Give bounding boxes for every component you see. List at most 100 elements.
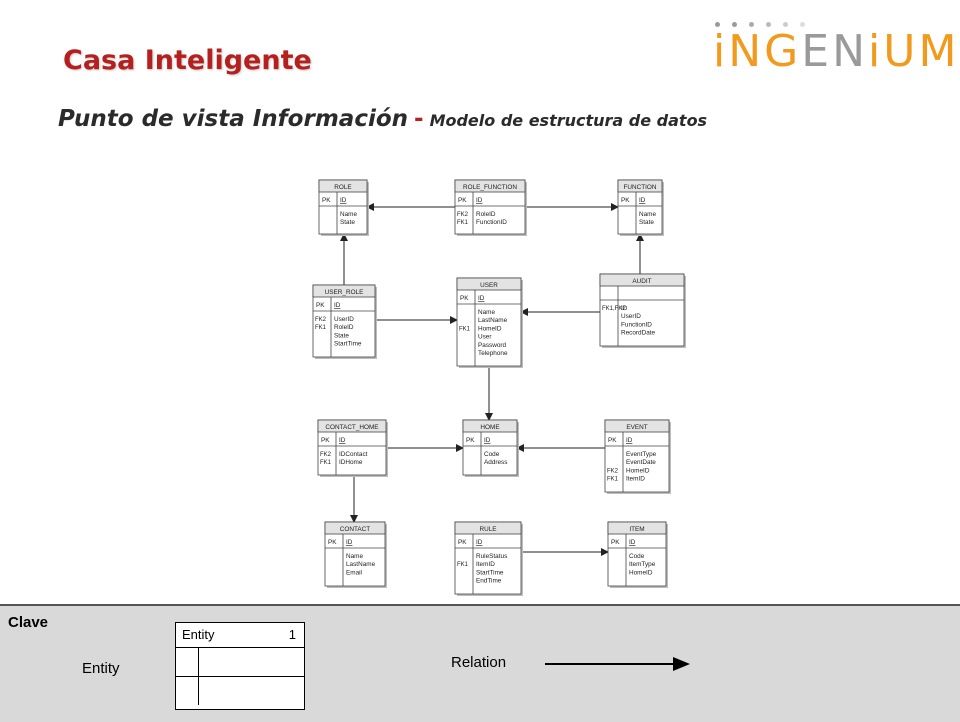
logo-letter: M [918, 26, 960, 77]
entity-attribute: IDHome [339, 459, 363, 466]
entity-attribute: ItemID [476, 561, 495, 568]
entity-pk-label: PK [321, 437, 330, 444]
entity-attribute: Name [478, 309, 495, 316]
entity-header [462, 419, 518, 433]
entity-pk-field: ID [334, 302, 341, 309]
entity-pk-field: ID [340, 197, 347, 204]
entity-pk-field: ID [484, 437, 491, 444]
entity-attribute: UserID [621, 313, 641, 320]
entity-attribute: FunctionID [476, 219, 507, 226]
legend-entity-box-number: 1 [288, 627, 296, 642]
entity-header [318, 179, 368, 193]
entity-attribute: Telephone [478, 350, 508, 357]
entity-fk-label: FK2 [457, 212, 469, 218]
entity-pk-label: PK [608, 437, 617, 444]
entity-attribute: ItemType [629, 561, 656, 568]
entity-pk-field: ID [346, 539, 353, 546]
entity-name: ROLE_FUNCTION [463, 184, 517, 191]
legend-entity-label: Entity [82, 660, 120, 677]
entity-fk-label: FK1 [607, 477, 619, 483]
relations-layer [340, 203, 644, 556]
entity-header [599, 273, 685, 287]
entity-attribute: State [334, 332, 349, 339]
entity-pk-field: ID [626, 437, 633, 444]
logo-dots [715, 14, 817, 27]
entity-fk-label: FK1,FK2 [602, 306, 626, 312]
entity-header [607, 521, 667, 535]
entity-attribute: FunctionID [621, 321, 652, 328]
entity-attribute: LastName [478, 317, 508, 324]
entity-fk-label: FK2 [607, 468, 619, 474]
entity-attribute: EndTime [476, 578, 502, 585]
entity-body [456, 277, 522, 367]
legend-entity-box-name: Entity [182, 627, 215, 642]
entity-attribute: Password [478, 342, 507, 349]
entity-pk-label: PK [466, 437, 475, 444]
entity-pk-field: ID [639, 197, 646, 204]
entity-header [454, 179, 526, 193]
entity-name: RULE [479, 526, 496, 533]
entity-attribute: RoleID [476, 211, 496, 218]
entity-attribute: RecordDate [621, 330, 656, 337]
entity-name: USER_ROLE [325, 289, 364, 296]
entity-attribute: Email [346, 569, 362, 576]
subtitle-separator: - [414, 106, 424, 132]
entity-attribute: RoleID [334, 324, 354, 331]
entity-pk-field: ID [629, 539, 636, 546]
logo-letter: U [883, 26, 919, 77]
entity-name: HOME [480, 424, 499, 431]
entity-name: EVENT [626, 424, 647, 431]
entity-fk-label: FK2 [315, 317, 327, 323]
slide-subtitle: Punto de vista Información-Modelo de est… [58, 106, 707, 132]
entity-fk-label: FK1 [459, 326, 471, 332]
entity-attribute: EventDate [626, 459, 656, 466]
entity-name: CONTACT_HOME [325, 424, 378, 431]
entity-attribute: HomeID [626, 467, 650, 474]
entity-attribute: ID [621, 305, 628, 312]
entity-pk-label: PK [611, 539, 620, 546]
entity-name: CONTACT [340, 526, 371, 533]
entity-attribute: User [478, 334, 492, 341]
entity-pk-label: PK [316, 302, 325, 309]
slide-title: Casa Inteligente [63, 45, 312, 76]
entity-header [456, 277, 522, 291]
logo-wordmark: iNGENiUM [713, 26, 959, 77]
entity-pk-field: ID [476, 539, 483, 546]
entity-name: FUNCTION [623, 184, 656, 191]
logo-letter: i [868, 26, 884, 77]
legend-entity-box: Entity 1 [175, 622, 305, 710]
legend-title: Clave [8, 614, 49, 631]
entity-attribute: RuleStatus [476, 553, 507, 560]
entity-attribute: LastName [346, 561, 376, 568]
entity-attribute: IDContact [339, 451, 368, 458]
entity-header [617, 179, 663, 193]
entity-fk-label: FK2 [320, 452, 332, 458]
entity-header [312, 284, 376, 298]
entity-pk-label: PK [322, 197, 331, 204]
entity-attribute: HomeID [478, 325, 502, 332]
entity-attribute: State [340, 219, 355, 226]
legend-relation-arrow [545, 657, 690, 671]
entity-attribute: HomeID [629, 569, 653, 576]
logo-letter: E [801, 26, 833, 77]
entity-name: AUDIT [632, 278, 651, 285]
logo-letter: i [713, 26, 729, 77]
entity-name: ROLE [334, 184, 351, 191]
entity-pk-label: PK [458, 539, 467, 546]
entity-pk-field: ID [339, 437, 346, 444]
entity-attribute: Name [639, 211, 656, 218]
legend-entity-box-row [176, 677, 304, 705]
entity-header [324, 521, 386, 535]
entity-pk-label: PK [328, 539, 337, 546]
